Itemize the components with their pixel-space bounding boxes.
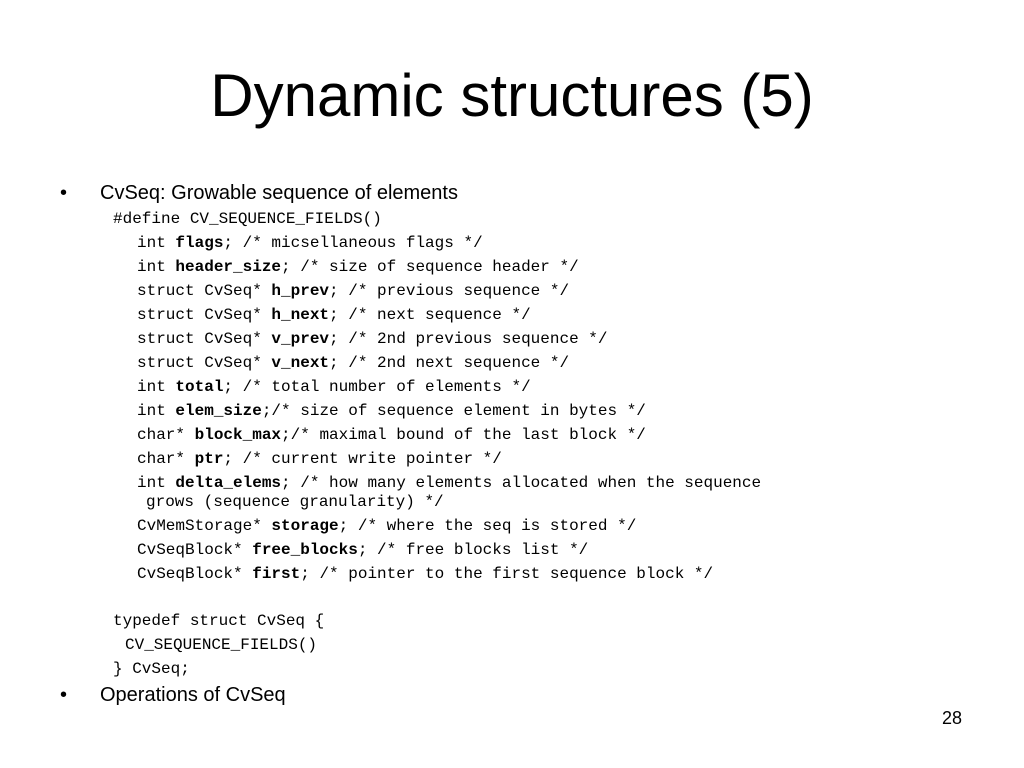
code-field-flags: int flags; /* micsellaneous flags */ bbox=[137, 233, 483, 253]
code-define: #define CV_SEQUENCE_FIELDS() bbox=[113, 210, 382, 228]
code-type: int bbox=[137, 402, 176, 420]
code-type: char* bbox=[137, 450, 195, 468]
code-type: int bbox=[137, 258, 176, 276]
code-typedef-body: CV_SEQUENCE_FIELDS() bbox=[125, 636, 318, 654]
code-type: char* bbox=[137, 426, 195, 444]
code-field-header-size: int header_size; /* size of sequence hea… bbox=[137, 257, 579, 277]
code-field-name: first bbox=[252, 565, 301, 583]
code-field-name: flags bbox=[175, 234, 224, 252]
code-field-v-next: struct CvSeq* v_next; /* 2nd next sequen… bbox=[137, 353, 569, 373]
page-number: 28 bbox=[941, 708, 962, 728]
code-field-elem-size: int elem_size;/* size of sequence elemen… bbox=[137, 401, 646, 421]
code-typedef-open: typedef struct CvSeq { bbox=[113, 612, 325, 630]
code-comment: ; /* 2nd next sequence */ bbox=[329, 354, 570, 372]
code-type: int bbox=[137, 474, 176, 492]
code-field-name: header_size bbox=[175, 258, 282, 276]
code-comment: ; /* current write pointer */ bbox=[223, 450, 502, 468]
code-comment: ; /* previous sequence */ bbox=[329, 282, 570, 300]
code-field-name: elem_size bbox=[175, 402, 262, 420]
bullet-cvseq: CvSeq: Growable sequence of elements bbox=[100, 182, 458, 204]
code-comment: ; /* free blocks list */ bbox=[357, 541, 589, 559]
code-type: CvSeqBlock* bbox=[137, 541, 253, 559]
code-comment: ; /* micsellaneous flags */ bbox=[223, 234, 483, 252]
code-field-first: CvSeqBlock* first; /* pointer to the fir… bbox=[137, 564, 713, 584]
code-field-total: int total; /* total number of elements *… bbox=[137, 377, 531, 397]
code-field-v-prev: struct CvSeq* v_prev; /* 2nd previous se… bbox=[137, 329, 607, 349]
code-comment: ; /* pointer to the first sequence block… bbox=[300, 565, 714, 583]
code-field-name: block_max bbox=[194, 426, 282, 444]
code-type: struct CvSeq* bbox=[137, 354, 272, 372]
code-type: struct CvSeq* bbox=[137, 306, 272, 324]
code-field-name: v_next bbox=[271, 354, 330, 372]
bullet-symbol: • bbox=[60, 182, 68, 204]
code-comment: ; /* size of sequence header */ bbox=[281, 258, 579, 276]
code-type: int bbox=[137, 378, 176, 396]
code-comment: ;/* size of sequence element in bytes */ bbox=[261, 402, 646, 420]
code-comment: ; /* total number of elements */ bbox=[223, 378, 531, 396]
code-field-block-max: char* block_max;/* maximal bound of the … bbox=[137, 425, 646, 445]
code-comment: ; /* 2nd previous sequence */ bbox=[329, 330, 608, 348]
code-field-name: total bbox=[175, 378, 224, 396]
code-field-delta-elems-continuation: grows (sequence granularity) */ bbox=[146, 493, 444, 511]
code-field-name: storage bbox=[271, 517, 339, 535]
code-comment: ;/* maximal bound of the last block */ bbox=[281, 426, 646, 444]
code-type: CvMemStorage* bbox=[137, 517, 272, 535]
code-type: struct CvSeq* bbox=[137, 330, 272, 348]
code-field-h-next: struct CvSeq* h_next; /* next sequence *… bbox=[137, 305, 531, 325]
code-field-name: h_next bbox=[271, 306, 330, 324]
bullet-operations: Operations of CvSeq bbox=[100, 684, 286, 706]
code-field-name: v_prev bbox=[271, 330, 330, 348]
code-field-name: delta_elems bbox=[175, 474, 282, 492]
code-typedef-close: } CvSeq; bbox=[113, 660, 190, 678]
code-comment: ; /* how many elements allocated when th… bbox=[281, 474, 762, 492]
code-field-ptr: char* ptr; /* current write pointer */ bbox=[137, 449, 502, 469]
code-field-delta-elems: int delta_elems; /* how many elements al… bbox=[137, 473, 761, 493]
code-field-free-blocks: CvSeqBlock* free_blocks; /* free blocks … bbox=[137, 540, 588, 560]
code-type: int bbox=[137, 234, 176, 252]
code-field-name: h_prev bbox=[271, 282, 330, 300]
code-field-h-prev: struct CvSeq* h_prev; /* previous sequen… bbox=[137, 281, 569, 301]
code-type: CvSeqBlock* bbox=[137, 565, 253, 583]
code-field-name: ptr bbox=[194, 450, 224, 468]
slide-title: Dynamic structures (5) bbox=[210, 62, 814, 129]
bullet-symbol: • bbox=[60, 684, 68, 706]
code-comment: ; /* where the seq is stored */ bbox=[338, 517, 637, 535]
code-type: struct CvSeq* bbox=[137, 282, 272, 300]
code-field-name: free_blocks bbox=[252, 541, 358, 559]
code-field-storage: CvMemStorage* storage; /* where the seq … bbox=[137, 516, 636, 536]
code-comment: ; /* next sequence */ bbox=[329, 306, 531, 324]
